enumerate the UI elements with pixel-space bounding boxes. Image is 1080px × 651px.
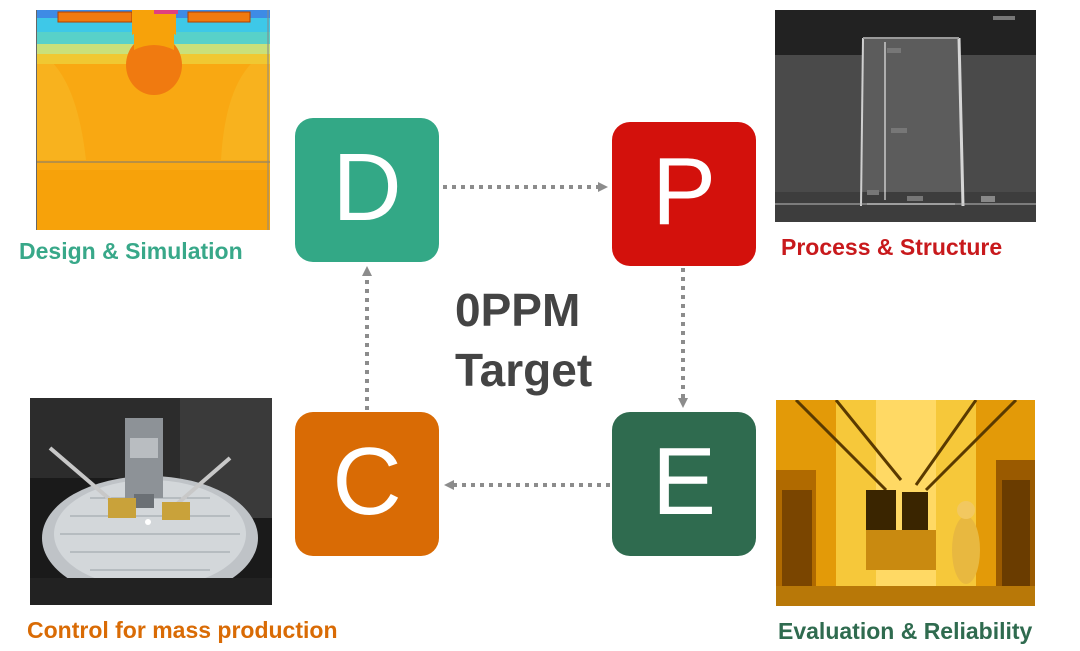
control-caption: Control for mass production <box>27 617 338 643</box>
design-box: D <box>295 118 439 262</box>
cleanroom-image <box>776 400 1035 606</box>
center-line-2: Target <box>455 344 593 396</box>
control-box: C <box>295 412 439 556</box>
design-box-letter: D <box>332 134 402 241</box>
evaluation-box: E <box>612 412 756 556</box>
process-box: P <box>612 122 756 266</box>
simulation-image <box>36 10 270 230</box>
process-box-letter: P <box>651 138 717 245</box>
process-caption: Process & Structure <box>781 234 1003 260</box>
control-box-letter: C <box>332 428 402 535</box>
design-caption: Design & Simulation <box>19 238 243 264</box>
sem-structure-image <box>775 10 1036 222</box>
evaluation-caption: Evaluation & Reliability <box>778 618 1033 644</box>
center-target-label: 0PPM Target <box>455 280 635 400</box>
evaluation-box-letter: E <box>651 428 717 535</box>
center-line-1: 0PPM <box>455 284 581 336</box>
wafer-probe-image <box>30 398 272 605</box>
